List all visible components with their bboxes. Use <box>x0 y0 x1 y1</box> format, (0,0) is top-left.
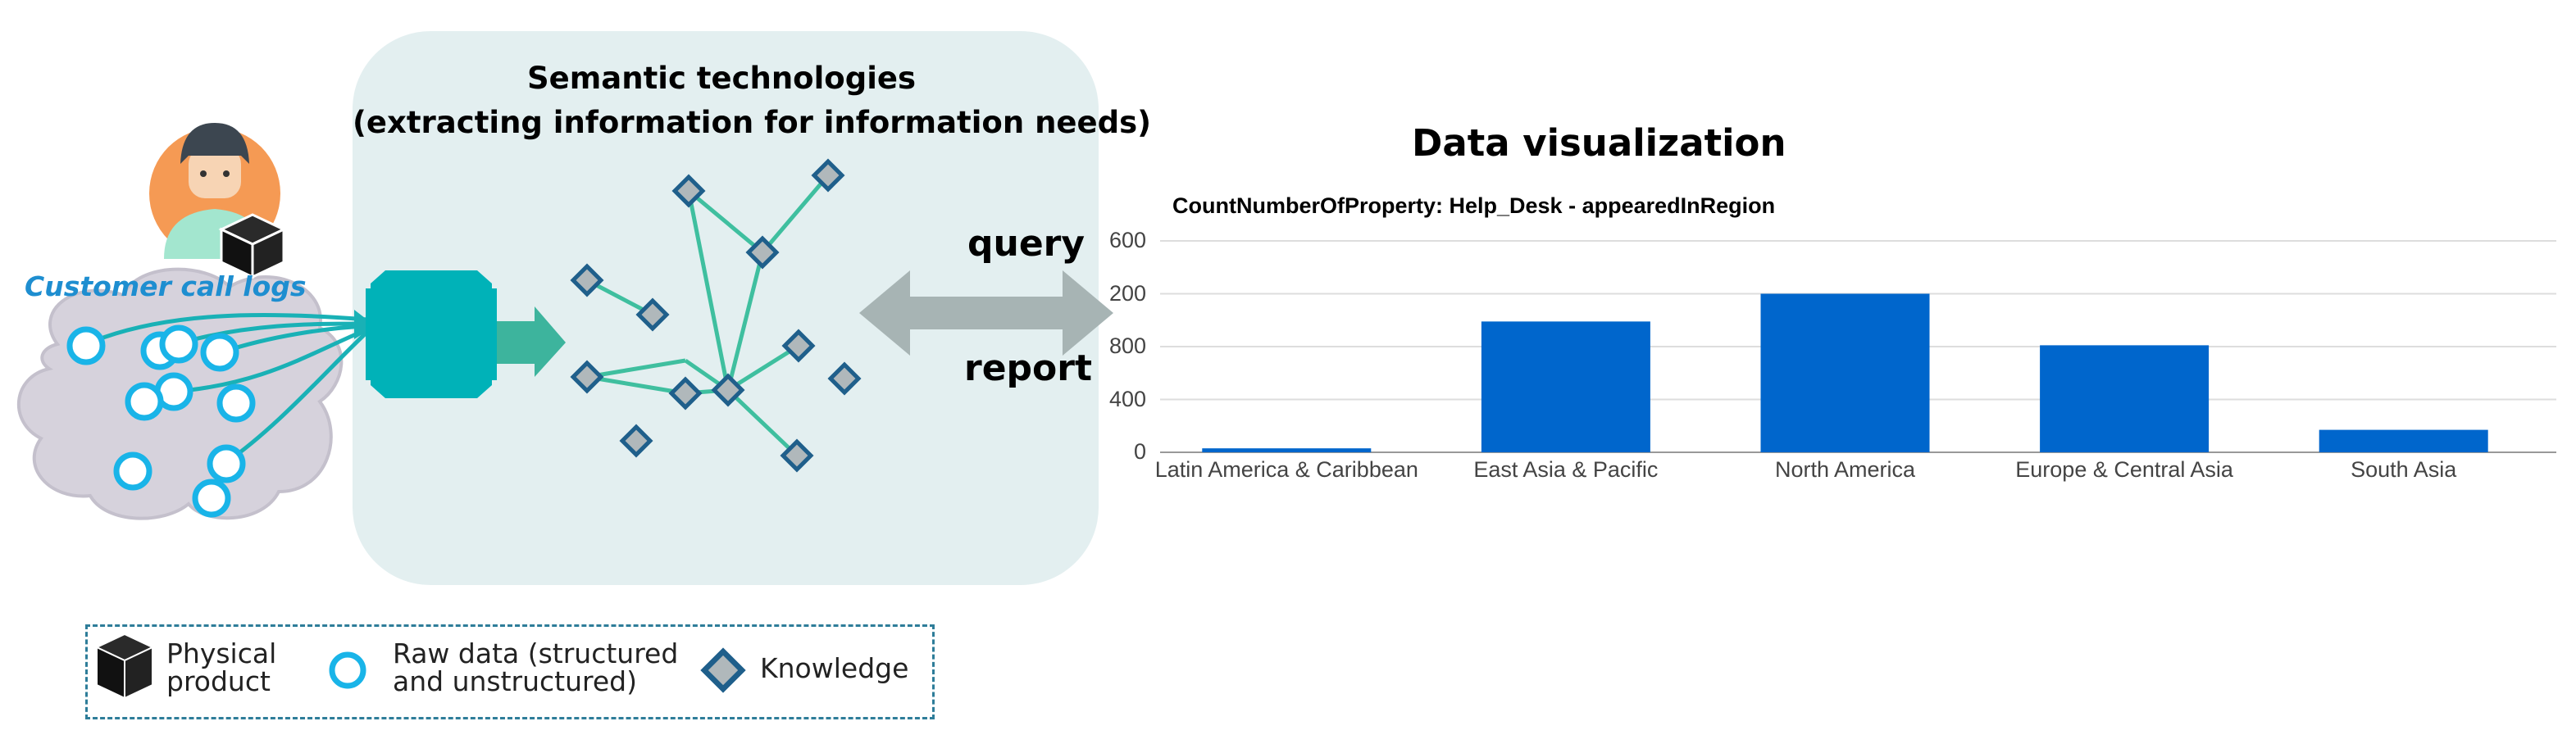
raw-data-circle <box>66 326 106 365</box>
data-visualization-heading: Data visualization <box>1412 121 1786 165</box>
processing-block <box>366 270 497 398</box>
x-category-label: Europe & Central Asia <box>2015 457 2233 482</box>
bar <box>1202 448 1372 452</box>
legend-knowledge-label: Knowledge <box>760 652 909 684</box>
physical-product-cube <box>218 213 287 279</box>
report-label: report <box>964 347 1092 389</box>
raw-data-circle <box>207 444 246 483</box>
legend-box: Physical product Raw data (structured an… <box>85 624 935 719</box>
bar <box>2319 429 2488 452</box>
query-label: query <box>967 223 1085 265</box>
bar <box>1481 321 1650 452</box>
raw-data-circle <box>159 324 198 364</box>
legend-circle-icon <box>329 651 366 689</box>
legend-cube-icon <box>94 633 155 700</box>
data-flow-lines <box>85 310 375 465</box>
semantic-title-line2: (extracting information for information … <box>353 105 1152 140</box>
raw-data-circle <box>200 333 239 372</box>
bar-chart <box>1160 240 2556 453</box>
query-report-arrow <box>859 270 1113 356</box>
raw-data-circle <box>192 479 231 518</box>
semantic-title-line1: Semantic technologies <box>527 61 916 96</box>
raw-data-circle <box>125 382 164 421</box>
raw-data-circle <box>216 383 256 423</box>
y-tick-label: 0 <box>1133 439 1146 464</box>
raw-data-circle <box>113 451 152 491</box>
x-category-label: North America <box>1774 457 1916 482</box>
chart-title: CountNumberOfProperty: Help_Desk - appea… <box>1172 193 1776 218</box>
x-category-label: East Asia & Pacific <box>1473 457 1659 482</box>
legend-raw-data-label: Raw data (structured and unstructured) <box>393 637 679 697</box>
x-category-label: South Asia <box>2351 457 2457 482</box>
y-tick-label: 200 <box>1108 280 1146 306</box>
x-category-label: Latin America & Caribbean <box>1154 457 1418 482</box>
y-tick-label: 600 <box>1108 228 1146 252</box>
y-tick-label: 400 <box>1108 386 1146 411</box>
bar <box>1760 293 1930 452</box>
bar <box>2040 345 2210 452</box>
legend-physical-product-label: Physical product <box>166 637 277 697</box>
semantic-box <box>353 31 1099 585</box>
customer-call-logs-label: Customer call logs <box>25 270 307 302</box>
raw-data-circles <box>66 324 256 518</box>
process-arrow <box>497 306 566 377</box>
y-tick-label: 800 <box>1108 333 1146 358</box>
